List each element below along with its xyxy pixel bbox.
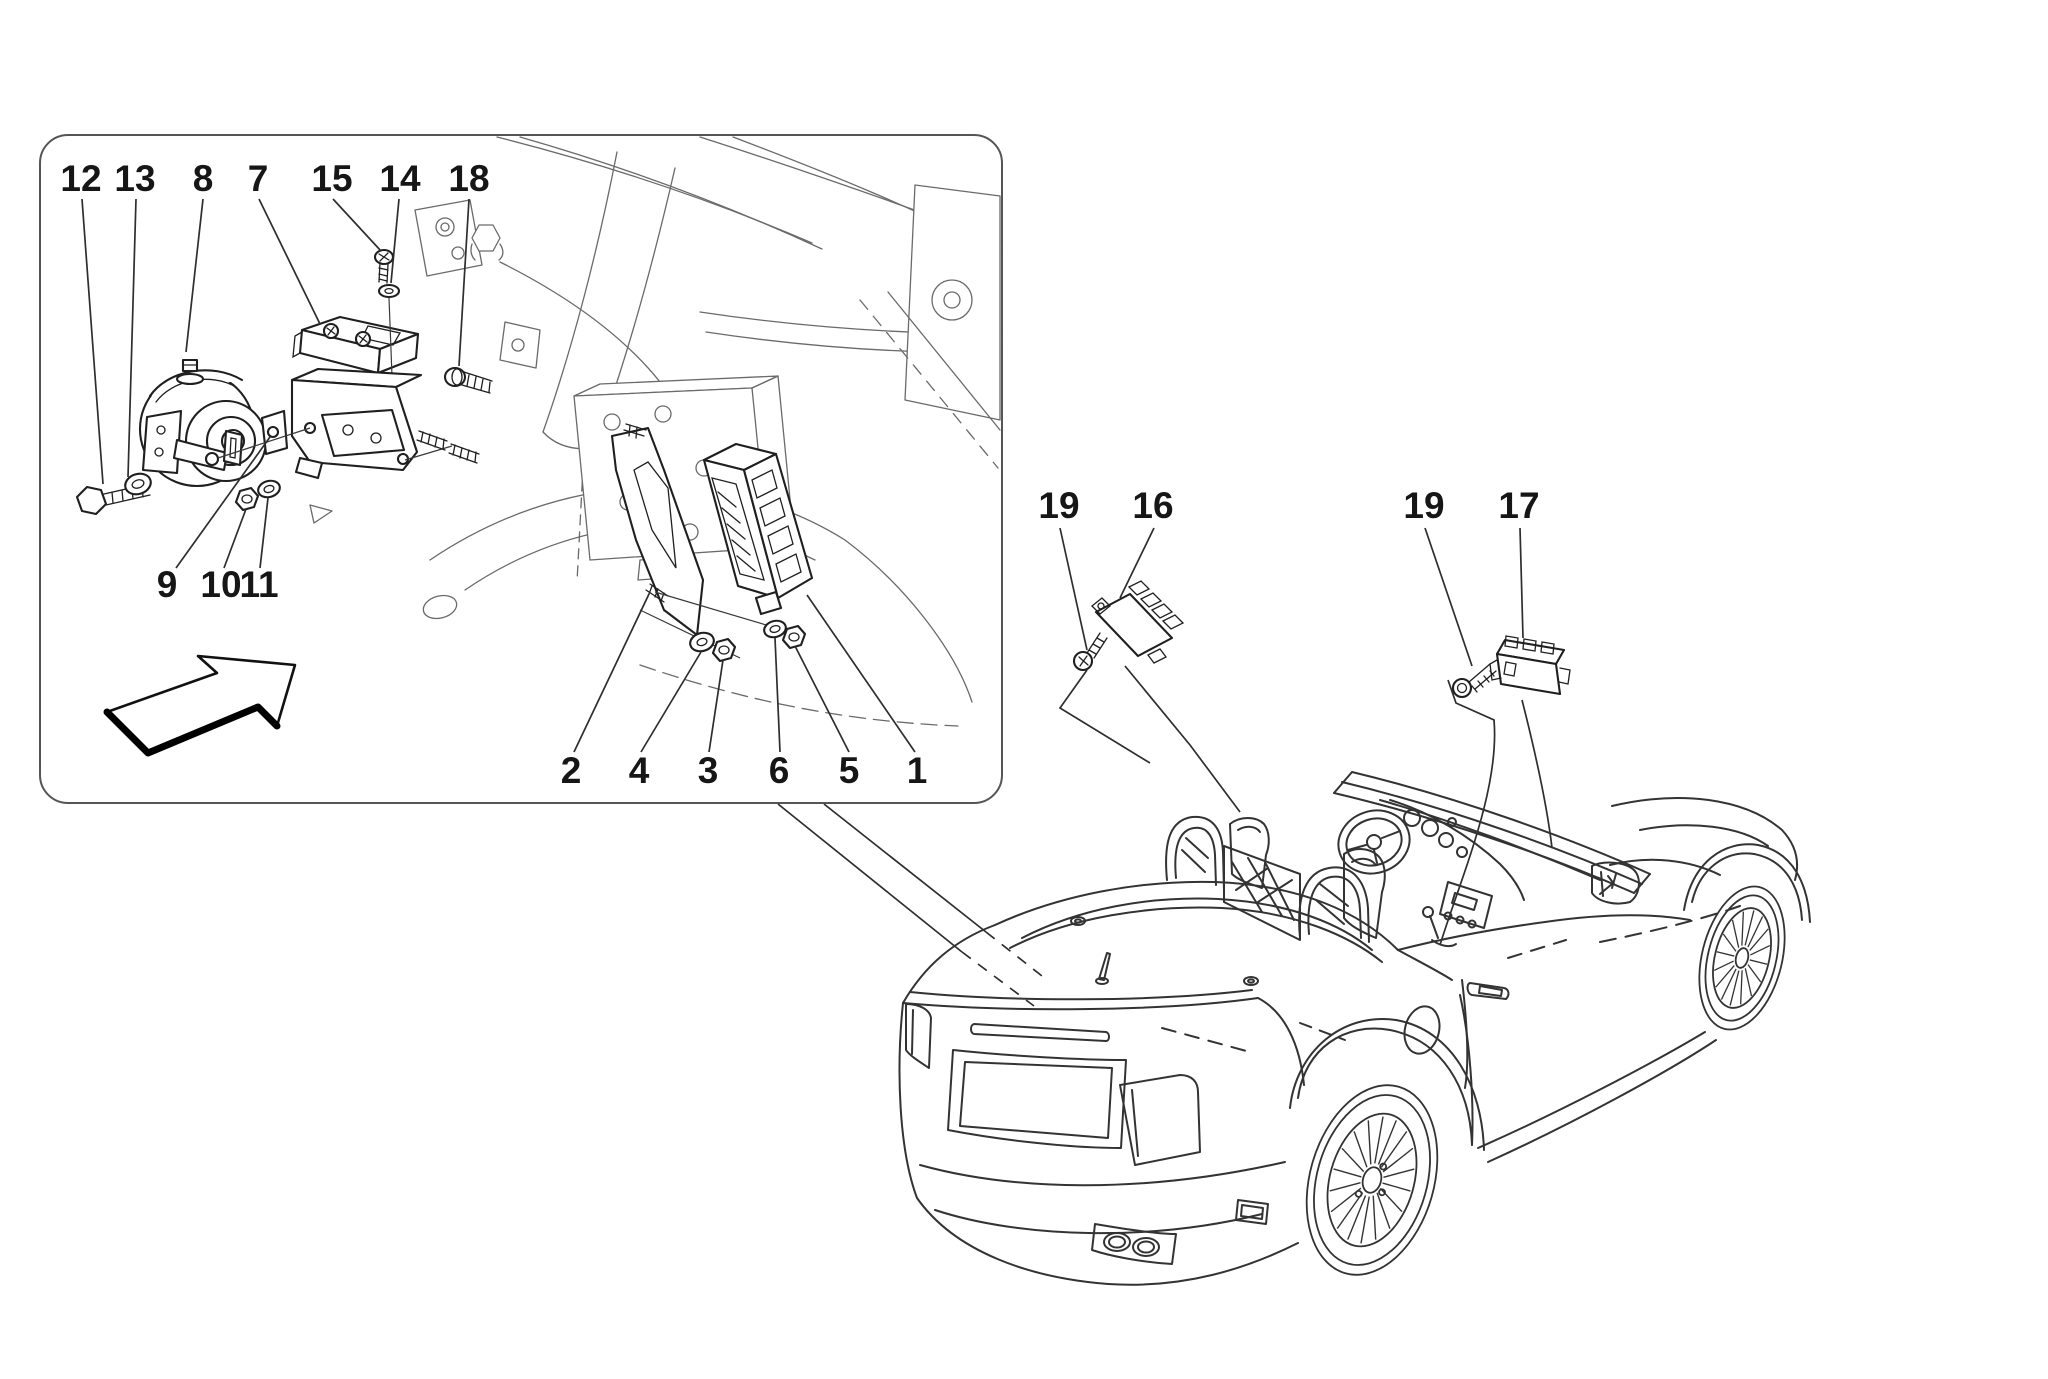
part-label-6: 6 xyxy=(769,750,790,791)
side-mirror xyxy=(1591,861,1640,905)
bracket-part-9 xyxy=(260,367,423,480)
deck-fastener-left-inner xyxy=(1074,918,1082,924)
ecu-part-7 xyxy=(292,315,420,375)
part-label-19-right: 19 xyxy=(1403,485,1444,526)
fuel-filler-cap xyxy=(1403,1005,1441,1055)
inset-panel-border xyxy=(39,134,1003,804)
siren-bracket-axis-line xyxy=(217,427,311,459)
windshield-frame xyxy=(1333,771,1651,894)
nut-part-10 xyxy=(234,486,260,512)
part-label-4: 4 xyxy=(629,750,650,791)
third-brake-light xyxy=(970,1023,1110,1042)
deck-fastener-right xyxy=(1243,976,1259,986)
part-label-14: 14 xyxy=(379,158,421,199)
screw-19-right xyxy=(1451,663,1497,699)
part-label-17: 17 xyxy=(1498,485,1539,526)
part-label-10: 10 xyxy=(200,564,241,605)
siren-top-stud xyxy=(175,358,205,386)
module-16-label-leaders xyxy=(1059,527,1155,651)
part-label-16: 16 xyxy=(1132,485,1173,526)
gear-shifter xyxy=(1422,906,1457,948)
washer-part-11 xyxy=(257,479,281,499)
panel-to-car-leaders xyxy=(777,803,1043,1007)
part-label-8: 8 xyxy=(193,158,214,199)
part-label-3: 3 xyxy=(698,750,719,791)
chassis-background xyxy=(309,136,1001,727)
module-16-group: 19 16 xyxy=(1038,485,1241,813)
nut-part-5 xyxy=(781,624,807,650)
part-label-5: 5 xyxy=(839,750,860,791)
inset-panel: 12 13 8 7 15 14 18 9 10 11 2 4 3 6 5 1 xyxy=(39,134,1003,804)
antenna xyxy=(1095,952,1111,985)
exhaust-tips xyxy=(1091,1223,1177,1265)
washer-part-14 xyxy=(377,283,401,299)
front-wheel xyxy=(1698,885,1786,1031)
center-console xyxy=(1439,881,1493,929)
part-label-1: 1 xyxy=(907,750,928,791)
part-label-7: 7 xyxy=(248,158,269,199)
siren-part-8 xyxy=(138,358,268,488)
front-arch xyxy=(1683,843,1811,923)
rear-wheel xyxy=(1305,1084,1439,1276)
part-label-12: 12 xyxy=(60,158,101,199)
part-label-2: 2 xyxy=(561,750,582,791)
washer-part-13 xyxy=(124,472,152,496)
door-handle xyxy=(1466,982,1510,1000)
screw-part-18 xyxy=(443,366,493,394)
wind-deflector xyxy=(1223,845,1301,941)
part-label-19-left: 19 xyxy=(1038,485,1079,526)
seat-left xyxy=(1229,817,1270,889)
control-module-17 xyxy=(1489,635,1571,696)
nut-part-3 xyxy=(711,637,737,663)
deck-fastener-left xyxy=(1070,916,1086,926)
tail-light-right xyxy=(1119,1074,1201,1166)
bracket-stud-axis-line xyxy=(404,445,453,461)
part-label-9: 9 xyxy=(157,564,178,605)
module-16-location-leaders xyxy=(1058,665,1241,813)
module-17-group: 19 17 xyxy=(1403,485,1571,946)
part-label-18: 18 xyxy=(448,158,489,199)
screw-part-15 xyxy=(373,248,395,284)
screw-19-left xyxy=(1072,632,1108,672)
bolt-part-12 xyxy=(75,483,151,516)
deck-fastener-right-inner xyxy=(1247,978,1255,984)
hex-bolt-background xyxy=(470,224,504,261)
module-17-label-leaders xyxy=(1424,527,1524,667)
car-illustration xyxy=(898,771,1811,1286)
direction-arrow xyxy=(103,654,297,757)
seat-right xyxy=(1343,848,1386,939)
roll-hoop-right xyxy=(1298,866,1370,943)
control-module-16 xyxy=(1091,580,1185,664)
steering-wheel xyxy=(1337,809,1411,875)
bumper-reflector xyxy=(1235,1199,1269,1225)
roll-hoop-left xyxy=(1165,815,1225,891)
washer-part-4 xyxy=(689,631,715,653)
threaded-studs xyxy=(416,430,480,464)
cockpit xyxy=(1165,799,1525,948)
part-label-15: 15 xyxy=(311,158,352,199)
instrument-cluster xyxy=(1403,809,1468,858)
ecu-part-1 xyxy=(702,442,814,616)
tail-light-left xyxy=(905,1003,932,1069)
inset-leader-lines xyxy=(81,198,916,753)
part-label-13: 13 xyxy=(114,158,155,199)
inset-part-labels: 12 13 8 7 15 14 18 9 10 11 2 4 3 6 5 1 xyxy=(60,158,927,791)
washer-part-6 xyxy=(763,619,787,639)
dashboard-profile xyxy=(1389,799,1525,901)
part-label-11: 11 xyxy=(239,564,278,605)
license-plate-recess xyxy=(947,1049,1127,1149)
